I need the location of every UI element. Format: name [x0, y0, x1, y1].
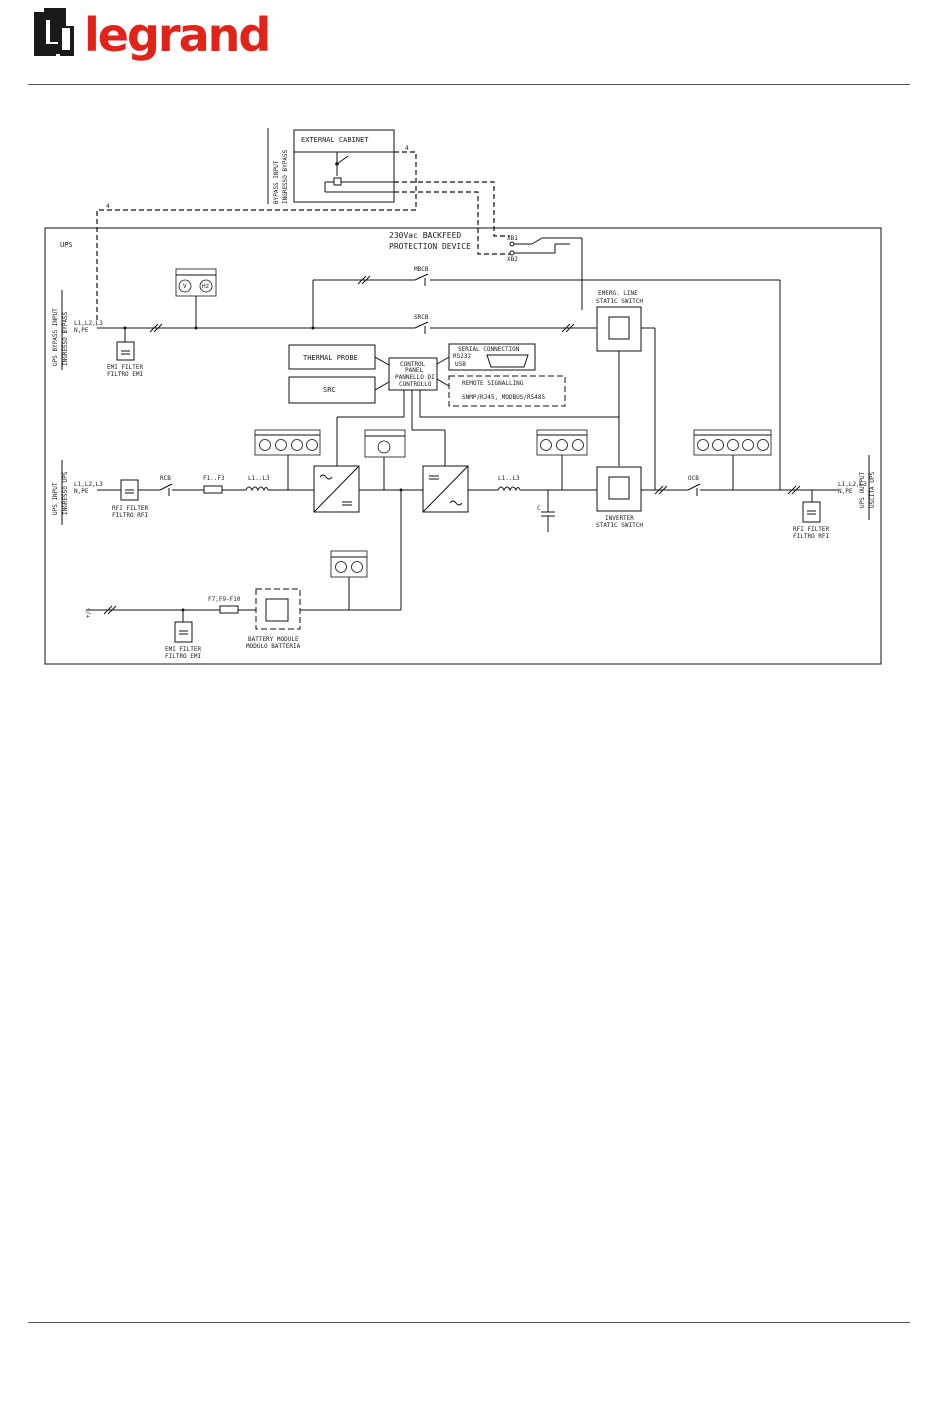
input-inductor — [245, 486, 269, 492]
xb2-label: XB2 — [507, 256, 518, 263]
external-cabinet: EXTERNAL CABINET — [293, 129, 395, 203]
legrand-logo: legrand — [34, 8, 271, 62]
xb1-label: XB1 — [507, 235, 518, 242]
l1l3-in-label: L1..L3 — [248, 475, 270, 482]
db9-connector-icon — [486, 354, 529, 368]
emerg-label-1: EMERG. LINE — [598, 290, 638, 297]
serial-rs232: RS232 — [453, 353, 471, 360]
legrand-logo-mark — [34, 8, 74, 56]
capacitor-label: C — [537, 505, 541, 512]
backfeed-label-2: PROTECTION DEVICE — [389, 242, 471, 251]
remote-signalling-box — [448, 375, 566, 407]
rcb-label: RCB — [160, 475, 171, 482]
ups-output-it-label: USCITA UPS — [869, 471, 876, 508]
ups-input-label: UPS INPUT — [52, 482, 59, 515]
control-label-3: PANNELLO DI — [395, 374, 435, 381]
bypass-meter-hz: Hz — [202, 283, 210, 290]
inverter-label-2: STATIC SWITCH — [596, 522, 643, 529]
battery-polarity-label: +/- — [85, 607, 92, 618]
backfeed-contactor: XB1 XB2 — [507, 235, 583, 310]
rfi-filter-input-label-2: FILTRO RFI — [112, 512, 149, 519]
footer-rule — [28, 1322, 910, 1323]
l1l3-out-label: L1..L3 — [498, 475, 520, 482]
battery-module — [255, 588, 301, 630]
ups-label: UPS — [60, 241, 73, 249]
control-label-1: CONTROL — [400, 361, 426, 368]
ups-enclosure — [44, 227, 882, 665]
control-label-4: CONTROLLO — [399, 381, 432, 388]
ups-input-it-label: INGRESSO UPS — [62, 471, 69, 515]
output-phases-label: L1,L2,L3 — [838, 481, 867, 488]
ocb-label: OCB — [688, 475, 699, 482]
backfeed-label-1: 230Vac BACKFEED — [389, 231, 461, 240]
bypass-neutral-label: N,PE — [74, 327, 89, 334]
bypass-meter-v: V — [183, 283, 187, 290]
src-label: SRC — [323, 386, 336, 394]
inverter-static-switch — [596, 466, 642, 512]
emi-filter-battery-label-1: EMI FILTER — [165, 646, 202, 653]
control-label-2: PANEL — [405, 367, 423, 374]
remote-title: REMOTE SIGNALLING — [462, 380, 524, 387]
ups-block-diagram: EXTERNAL CABINET BYPASS INPUT INGRESSO B… — [44, 128, 882, 665]
legrand-logo-wordmark: legrand — [84, 8, 269, 62]
input-neutral-label: N,PE — [74, 488, 89, 495]
battery-label-2: MODULO BATTERIA — [246, 643, 301, 650]
emi-filter-battery — [174, 621, 193, 643]
rfi-filter-output-label-2: FILTRO RFI — [793, 533, 830, 540]
battery-fuses — [219, 605, 239, 614]
ups-bypass-input-it-label: INGRESSO BYPASS — [62, 311, 69, 366]
serial-connection-box — [448, 343, 536, 371]
battery-label-1: BATTERY MODULE — [248, 636, 299, 643]
srcb-label: SRCB — [414, 314, 429, 321]
header-rule — [28, 84, 910, 85]
input-fuses — [203, 485, 223, 494]
emi-filter-bypass-label-2: FILTRO EMI — [107, 371, 144, 378]
ups-output-label: UPS OUTPUT — [859, 471, 866, 508]
mbcb-label: MBCB — [414, 266, 429, 273]
bypass-input-label: BYPASS INPUT — [273, 160, 280, 204]
battery-fuses-label: F7,F9-F10 — [208, 596, 241, 603]
serial-usb: USB — [455, 361, 466, 368]
output-neutral-label: N,PE — [838, 488, 853, 495]
bypass-phases-label: L1,L2,L3 — [74, 320, 103, 327]
cable-count-left: 4 — [106, 203, 110, 210]
f1f3-label: F1..F3 — [203, 475, 225, 482]
thermal-probe-label: THERMAL PROBE — [303, 354, 358, 362]
emi-filter-bypass-label-1: EMI FILTER — [107, 364, 144, 371]
serial-title: SERIAL CONNECTION — [458, 346, 520, 353]
rfi-filter-output — [802, 501, 821, 523]
cable-count-top: 4 — [405, 145, 409, 152]
control-panel — [388, 357, 438, 391]
external-cabinet-label: EXTERNAL CABINET — [301, 136, 369, 144]
input-phases-label: L1,L2,L3 — [74, 481, 103, 488]
rfi-filter-input-label-1: RFI FILTER — [112, 505, 149, 512]
rfi-filter-output-label-1: RFI FILTER — [793, 526, 830, 533]
output-inductor — [497, 486, 521, 492]
remote-protocols: SNMP/RJ45, MODBUS/RS485 — [462, 394, 545, 401]
emi-filter-battery-label-2: FILTRO EMI — [165, 653, 202, 660]
inverter-label-1: INVERTER — [605, 515, 634, 522]
emergency-static-switch — [596, 306, 642, 352]
bypass-input-it-label: INGRESSO BYPASS — [282, 149, 289, 204]
emerg-label-2: STATIC SWITCH — [596, 298, 643, 305]
ups-bypass-input-label: UPS BYPASS INPUT — [52, 308, 59, 366]
